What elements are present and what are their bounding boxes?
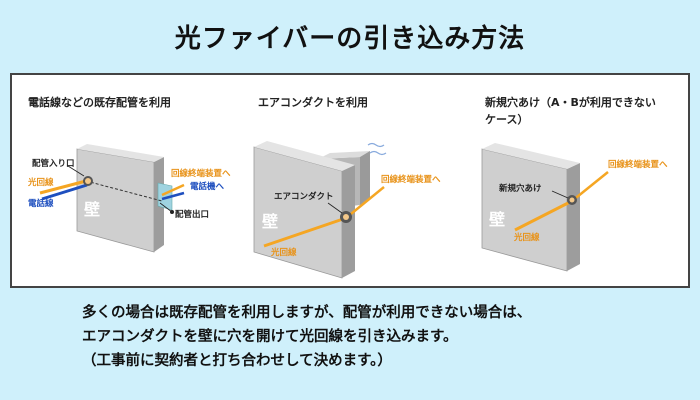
duct-pointer	[327, 202, 343, 214]
description-line-2: エアコンダクトを壁に穴を開けて光回線を引き込みます。	[82, 329, 458, 345]
section-c-title-line2: ケース）	[485, 113, 529, 126]
pipe-inlet-pointer	[67, 165, 85, 177]
new-hole-label: 新規穴あけ	[499, 183, 542, 194]
section-c-title-line1: 新規穴あけ（A・Bが利用できない	[485, 96, 656, 109]
new-hole-pointer	[551, 190, 569, 199]
description-line-1: 多くの場合は既存配管を利用しますが、配管が利用できない場合は、	[82, 305, 532, 321]
phone-line-in	[41, 183, 88, 201]
conduit-line	[85, 180, 163, 202]
wall-label-a: 壁	[84, 200, 100, 219]
fiber-line-in	[39, 179, 87, 195]
pipe-outlet-dot	[170, 210, 174, 214]
wall-side	[567, 163, 580, 271]
wall-label-c: 壁	[489, 210, 505, 229]
fiber-label-a: 光回線	[27, 177, 54, 188]
fiber-line-c	[514, 199, 573, 232]
fiber-line-c-out	[571, 171, 609, 202]
description-line-3: （工事前に契約者と打ち合わせして決めます。）	[82, 353, 392, 369]
new-hole-core	[569, 197, 575, 203]
pipe-inlet-label: 配管入り口	[32, 158, 75, 169]
terminal-label-c: 回線終端装置へ	[608, 159, 668, 170]
airflow-mark-2	[369, 150, 387, 156]
section-b-diagram: 回線終端装置へ エアコンダクト 壁 光回線	[253, 141, 441, 279]
wall-top	[482, 143, 580, 169]
section-a-diagram: 配管入り口 光回線 電話線 壁 回線終端装置へ 電話機へ 配管出口	[27, 144, 231, 253]
fiber-label-c: 光回線	[513, 232, 540, 243]
pipe-outlet-label: 配管出口	[175, 209, 209, 220]
wall-top	[254, 141, 355, 171]
installation-diagrams: 配管入り口 光回線 電話線 壁 回線終端装置へ 電話機へ 配管出口	[27, 141, 668, 279]
fiber-line-b	[263, 216, 347, 248]
fiber-line-b-out	[345, 186, 385, 219]
phone-device-label: 電話機へ	[190, 181, 225, 192]
fiber-label-b: 光回線	[270, 247, 297, 258]
airflow-mark-1	[367, 142, 385, 148]
page-title: 光ファイバーの引き込み方法	[174, 24, 526, 54]
pipe-inlet-core	[85, 178, 91, 184]
terminal-label-b: 回線終端装置へ	[381, 174, 441, 185]
duct-label: エアコンダクト	[274, 191, 334, 202]
terminal-label-a: 回線終端装置へ	[171, 168, 231, 179]
duct-box-end	[360, 151, 370, 205]
duct-hole-core	[343, 214, 349, 220]
pipe-outlet-pointer	[159, 202, 173, 213]
section-c-diagram: 回線終端装置へ 新規穴あけ 壁 光回線	[481, 143, 668, 272]
phone-line-out	[161, 191, 185, 201]
phone-line-label: 電話線	[28, 198, 54, 209]
section-b-title: エアコンダクトを利用	[258, 96, 368, 109]
duct-box-top	[318, 151, 370, 159]
section-a-title: 電話線などの既存配管を利用	[28, 96, 171, 109]
wall-label-b: 壁	[262, 212, 278, 231]
wall-top	[77, 144, 164, 162]
description: 多くの場合は既存配管を利用しますが、配管が利用できない場合は、 エアコンダクトを…	[82, 301, 682, 373]
fiber-line-out	[161, 183, 185, 197]
methods-panel: 電話線などの既存配管を利用 エアコンダクトを利用 新規穴あけ（A・Bが利用できな…	[10, 73, 690, 288]
